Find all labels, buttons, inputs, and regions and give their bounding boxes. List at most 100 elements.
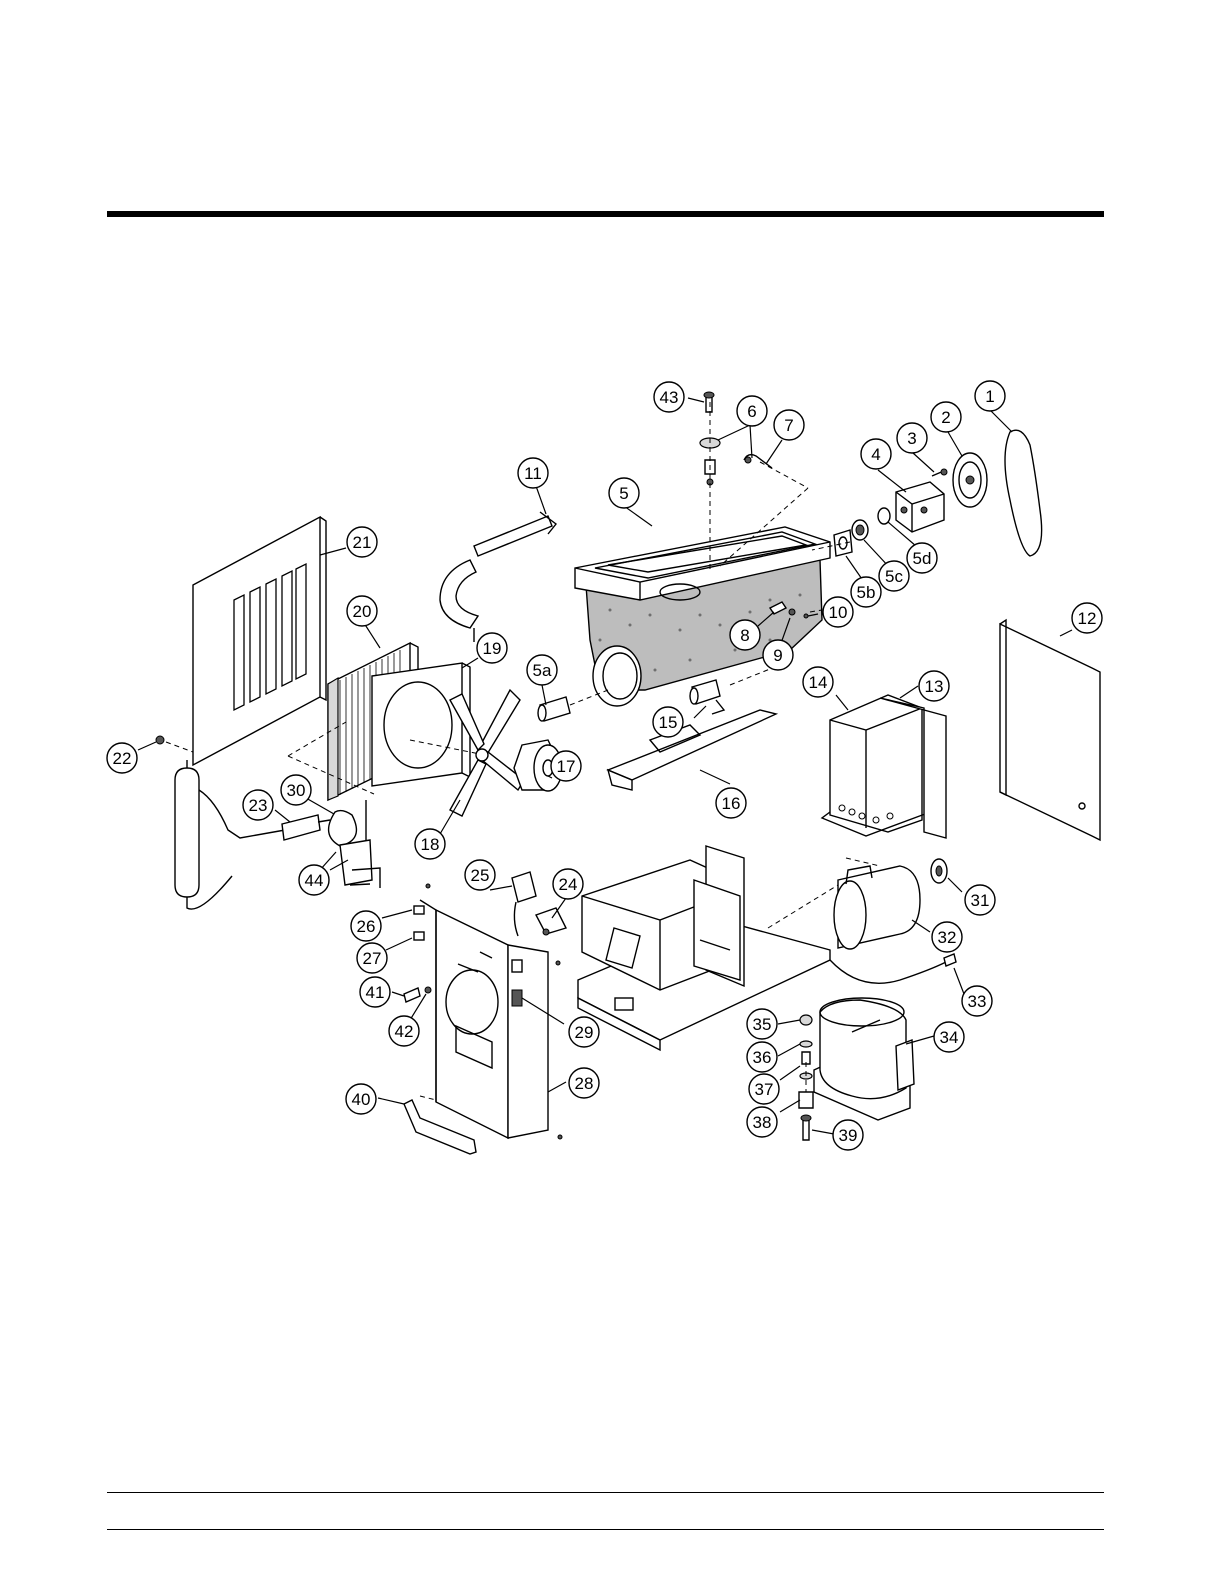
callout-29-label: 29 [575, 1023, 594, 1042]
callout-38: 38 [747, 1107, 777, 1137]
callout-41: 41 [360, 977, 390, 1007]
callout-39: 39 [833, 1120, 863, 1150]
callout-35: 35 [747, 1009, 777, 1039]
callout-4-label: 4 [871, 445, 880, 464]
callout-33: 33 [962, 986, 992, 1016]
callout-16-label: 16 [722, 794, 741, 813]
callout-21: 21 [347, 527, 377, 557]
callout-4: 4 [861, 439, 891, 469]
part-16-chute [608, 710, 776, 790]
callout-42-label: 42 [395, 1022, 414, 1041]
part-5b-5c-5d-seals [834, 508, 890, 556]
part-19-fan-shroud [372, 663, 470, 786]
callout-3: 3 [897, 423, 927, 453]
callout-44: 44 [299, 865, 329, 895]
part-35-39-hardware [799, 1015, 813, 1140]
part-28-control-panel [420, 900, 548, 1138]
callout-40: 40 [346, 1084, 376, 1114]
callout-19: 19 [477, 633, 507, 663]
part-33-cord [830, 954, 956, 983]
callout-22-label: 22 [113, 749, 132, 768]
part-11-tube-assembly [440, 512, 556, 642]
part-3-screw [932, 469, 947, 476]
part-5-evaporator [575, 527, 830, 706]
callout-41-label: 41 [366, 983, 385, 1002]
part-14-control-box [822, 695, 925, 836]
callout-14: 14 [803, 667, 833, 697]
callout-6: 6 [737, 396, 767, 426]
part-12-side-panel [1000, 620, 1100, 840]
callout-8: 8 [730, 620, 760, 650]
callout-27: 27 [357, 943, 387, 973]
callout-1: 1 [975, 381, 1005, 411]
callout-11: 11 [518, 458, 548, 488]
callout-15-label: 15 [659, 713, 678, 732]
callout-10-label: 10 [829, 603, 848, 622]
callout-23: 23 [243, 790, 273, 820]
part-5a-fitting [538, 697, 570, 721]
callout-26-label: 26 [357, 917, 376, 936]
callout-23-label: 23 [249, 796, 268, 815]
callout-12: 12 [1072, 603, 1102, 633]
callout-21-label: 21 [353, 533, 372, 552]
callout-42: 42 [389, 1016, 419, 1046]
base-chassis [578, 846, 830, 1050]
callout-44-label: 44 [305, 871, 324, 890]
callout-8-label: 8 [740, 626, 749, 645]
callout-32-label: 32 [938, 928, 957, 947]
callout-5: 5 [609, 478, 639, 508]
callout-7: 7 [774, 410, 804, 440]
callout-24: 24 [553, 869, 583, 899]
callout-28: 28 [569, 1068, 599, 1098]
callout-36-label: 36 [753, 1048, 772, 1067]
callout-28-label: 28 [575, 1074, 594, 1093]
callout-1-label: 1 [985, 387, 994, 406]
callout-17-label: 17 [557, 757, 576, 776]
callout-12-label: 12 [1078, 609, 1097, 628]
part-34-compressor [814, 998, 914, 1120]
callout-5d: 5d [907, 543, 937, 573]
callout-2: 2 [931, 402, 961, 432]
callout-5b: 5b [851, 577, 881, 607]
callout-7-label: 7 [784, 416, 793, 435]
callout-40-label: 40 [352, 1090, 371, 1109]
callout-5d-label: 5d [913, 549, 932, 568]
callout-20: 20 [347, 596, 377, 626]
callout-43-label: 43 [660, 388, 679, 407]
callout-5a-label: 5a [533, 661, 552, 680]
callout-9: 9 [763, 640, 793, 670]
part-15-spout [690, 680, 724, 714]
callout-17: 17 [551, 751, 581, 781]
callout-29: 29 [569, 1017, 599, 1047]
callout-5a: 5a [527, 655, 557, 685]
part-1-belt [1005, 430, 1042, 556]
callout-38-label: 38 [753, 1113, 772, 1132]
callout-5c-label: 5c [885, 567, 903, 586]
callout-37-label: 37 [755, 1080, 774, 1099]
callout-14-label: 14 [809, 673, 828, 692]
callout-43: 43 [654, 382, 684, 412]
part-21-grille-panel [193, 517, 326, 765]
callout-18-label: 18 [421, 835, 440, 854]
callout-37: 37 [749, 1074, 779, 1104]
callout-36: 36 [747, 1042, 777, 1072]
callout-34: 34 [934, 1022, 964, 1052]
callout-30-label: 30 [287, 781, 306, 800]
callout-31: 31 [965, 885, 995, 915]
callout-20-label: 20 [353, 602, 372, 621]
callout-13: 13 [919, 671, 949, 701]
callout-33-label: 33 [968, 992, 987, 1011]
callout-34-label: 34 [940, 1028, 959, 1047]
callout-35-label: 35 [753, 1015, 772, 1034]
callout-5b-label: 5b [857, 583, 876, 602]
callout-11-label: 11 [524, 464, 542, 483]
callout-18: 18 [415, 829, 445, 859]
callout-32: 32 [932, 922, 962, 952]
callout-22: 22 [107, 743, 137, 773]
callout-5c: 5c [879, 561, 909, 591]
callout-27-label: 27 [363, 949, 382, 968]
callout-13-label: 13 [925, 677, 944, 696]
part-31-motor-pulley [931, 859, 947, 883]
callout-2-label: 2 [941, 408, 950, 427]
